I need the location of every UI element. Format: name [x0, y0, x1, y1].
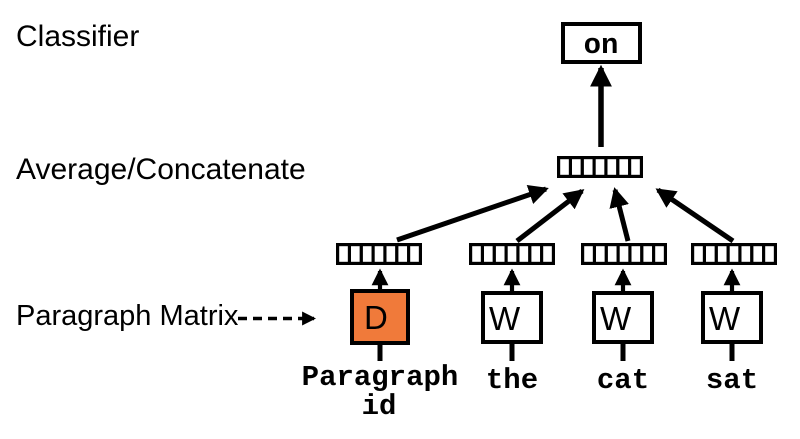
word-matrix-box-sat — [701, 291, 763, 344]
word-matrix-letter-the: W — [489, 300, 521, 337]
paragraph-matrix-box-letter: D — [364, 299, 388, 336]
paragraph-vector — [336, 243, 422, 265]
average-concatenate-label: Average/Concatenate — [16, 153, 306, 186]
word-matrix-letter-cat: W — [600, 300, 632, 337]
word-vector-the — [469, 243, 555, 265]
paragraph-to-concat-arrow — [396, 185, 549, 243]
word-matrix-letter-sat: W — [709, 300, 741, 337]
output-word-box — [561, 22, 642, 64]
paragraph-id-label-line2: id — [362, 390, 397, 423]
word-label-cat: cat — [597, 364, 649, 397]
paragraph-matrix-label: Paragraph Matrix — [16, 300, 239, 332]
concat-vector — [557, 156, 643, 178]
word-vector-sat — [691, 243, 777, 265]
output-word-label: on — [584, 29, 619, 62]
the-to-concat-arrow — [515, 189, 585, 243]
word-vector-cat — [581, 243, 667, 265]
word-label-sat: sat — [706, 364, 758, 397]
classifier-label: Classifier — [16, 20, 139, 53]
sat-to-concat-arrow — [655, 187, 735, 244]
word-matrix-box-the — [481, 291, 543, 344]
word-label-the: the — [486, 364, 538, 397]
paragraph-matrix-box — [350, 289, 410, 345]
paragraph-id-label-line1: Paragraph — [302, 361, 459, 394]
cat-to-concat-arrow — [609, 187, 631, 242]
